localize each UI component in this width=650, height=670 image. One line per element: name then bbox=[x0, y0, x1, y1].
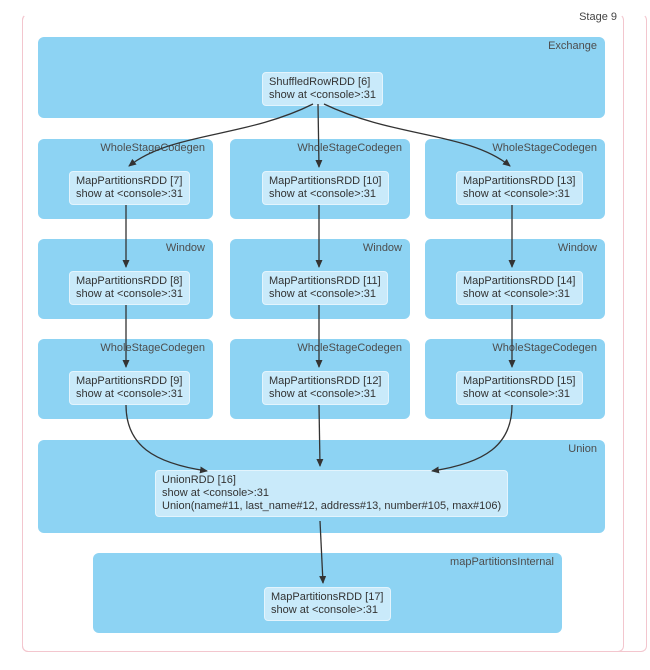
cluster-label-window-left: Window bbox=[165, 242, 205, 254]
rdd-node-map-partitions-rdd-7[interactable]: MapPartitionsRDD [7] show at <console>:3… bbox=[69, 171, 191, 205]
rdd-node-map-partitions-rdd-15[interactable]: MapPartitionsRDD [15] show at <console>:… bbox=[456, 371, 583, 405]
cluster-label-window-center: Window bbox=[362, 242, 402, 254]
stage-9-container: Stage 9 bbox=[22, 11, 647, 652]
cluster-label-window-right: Window bbox=[557, 242, 597, 254]
cluster-label-codegen-top-center: WholeStageCodegen bbox=[297, 142, 402, 154]
rdd-node-title: ShuffledRowRDD [6] bbox=[269, 76, 371, 88]
stage-label: Stage 9 bbox=[579, 11, 617, 23]
rdd-node-callsite: show at <console>:31 bbox=[269, 388, 377, 400]
rdd-node-callsite: show at <console>:31 bbox=[269, 288, 377, 300]
rdd-node-callsite: show at <console>:31 bbox=[269, 89, 377, 101]
rdd-node-map-partitions-rdd-14[interactable]: MapPartitionsRDD [14] show at <console>:… bbox=[456, 271, 583, 305]
rdd-node-map-partitions-rdd-12[interactable]: MapPartitionsRDD [12] show at <console>:… bbox=[262, 371, 389, 405]
cluster-label-codegen-top-right: WholeStageCodegen bbox=[492, 142, 597, 154]
cluster-label-codegen-bottom-left: WholeStageCodegen bbox=[100, 342, 205, 354]
rdd-node-callsite: show at <console>:31 bbox=[76, 188, 184, 200]
rdd-node-shuffled-row-rdd-6[interactable]: ShuffledRowRDD [6] show at <console>:31 bbox=[262, 72, 384, 106]
rdd-node-callsite: show at <console>:31 bbox=[463, 288, 571, 300]
rdd-node-title: MapPartitionsRDD [7] bbox=[76, 175, 183, 187]
cluster-label-codegen-top-left: WholeStageCodegen bbox=[100, 142, 205, 154]
rdd-node-callsite: show at <console>:31 bbox=[162, 487, 270, 499]
rdd-node-map-partitions-rdd-17[interactable]: MapPartitionsRDD [17] show at <console>:… bbox=[264, 587, 391, 621]
rdd-node-map-partitions-rdd-13[interactable]: MapPartitionsRDD [13] show at <console>:… bbox=[456, 171, 583, 205]
cluster-label-map-partitions-internal: mapPartitionsInternal bbox=[450, 556, 554, 568]
rdd-node-title: MapPartitionsRDD [13] bbox=[463, 175, 576, 187]
rdd-node-map-partitions-rdd-10[interactable]: MapPartitionsRDD [10] show at <console>:… bbox=[262, 171, 389, 205]
rdd-node-title: MapPartitionsRDD [12] bbox=[269, 375, 382, 387]
rdd-node-callsite: show at <console>:31 bbox=[463, 188, 571, 200]
rdd-node-title: MapPartitionsRDD [17] bbox=[271, 591, 384, 603]
rdd-node-detail: Union(name#11, last_name#12, address#13,… bbox=[162, 500, 502, 512]
rdd-node-map-partitions-rdd-9[interactable]: MapPartitionsRDD [9] show at <console>:3… bbox=[69, 371, 191, 405]
rdd-node-title: MapPartitionsRDD [10] bbox=[269, 175, 382, 187]
stage-cluster-border bbox=[22, 14, 624, 652]
rdd-node-title: UnionRDD [16] bbox=[162, 474, 236, 486]
rdd-node-map-partitions-rdd-11[interactable]: MapPartitionsRDD [11] show at <console>:… bbox=[262, 271, 388, 305]
rdd-node-callsite: show at <console>:31 bbox=[463, 388, 571, 400]
rdd-node-callsite: show at <console>:31 bbox=[269, 188, 377, 200]
rdd-node-title: MapPartitionsRDD [15] bbox=[463, 375, 576, 387]
cluster-label-codegen-bottom-center: WholeStageCodegen bbox=[297, 342, 402, 354]
rdd-node-map-partitions-rdd-8[interactable]: MapPartitionsRDD [8] show at <console>:3… bbox=[69, 271, 191, 305]
rdd-node-callsite: show at <console>:31 bbox=[271, 604, 379, 616]
rdd-node-callsite: show at <console>:31 bbox=[76, 388, 184, 400]
cluster-label-codegen-bottom-right: WholeStageCodegen bbox=[492, 342, 597, 354]
rdd-node-title: MapPartitionsRDD [14] bbox=[463, 275, 576, 287]
cluster-label-union: Union bbox=[568, 443, 597, 455]
rdd-node-callsite: show at <console>:31 bbox=[76, 288, 184, 300]
rdd-node-union-rdd-16[interactable]: UnionRDD [16] show at <console>:31 Union… bbox=[155, 470, 509, 517]
rdd-node-title: MapPartitionsRDD [11] bbox=[269, 275, 381, 287]
cluster-label-exchange: Exchange bbox=[548, 40, 597, 52]
rdd-node-title: MapPartitionsRDD [8] bbox=[76, 275, 183, 287]
rdd-node-title: MapPartitionsRDD [9] bbox=[76, 375, 183, 387]
